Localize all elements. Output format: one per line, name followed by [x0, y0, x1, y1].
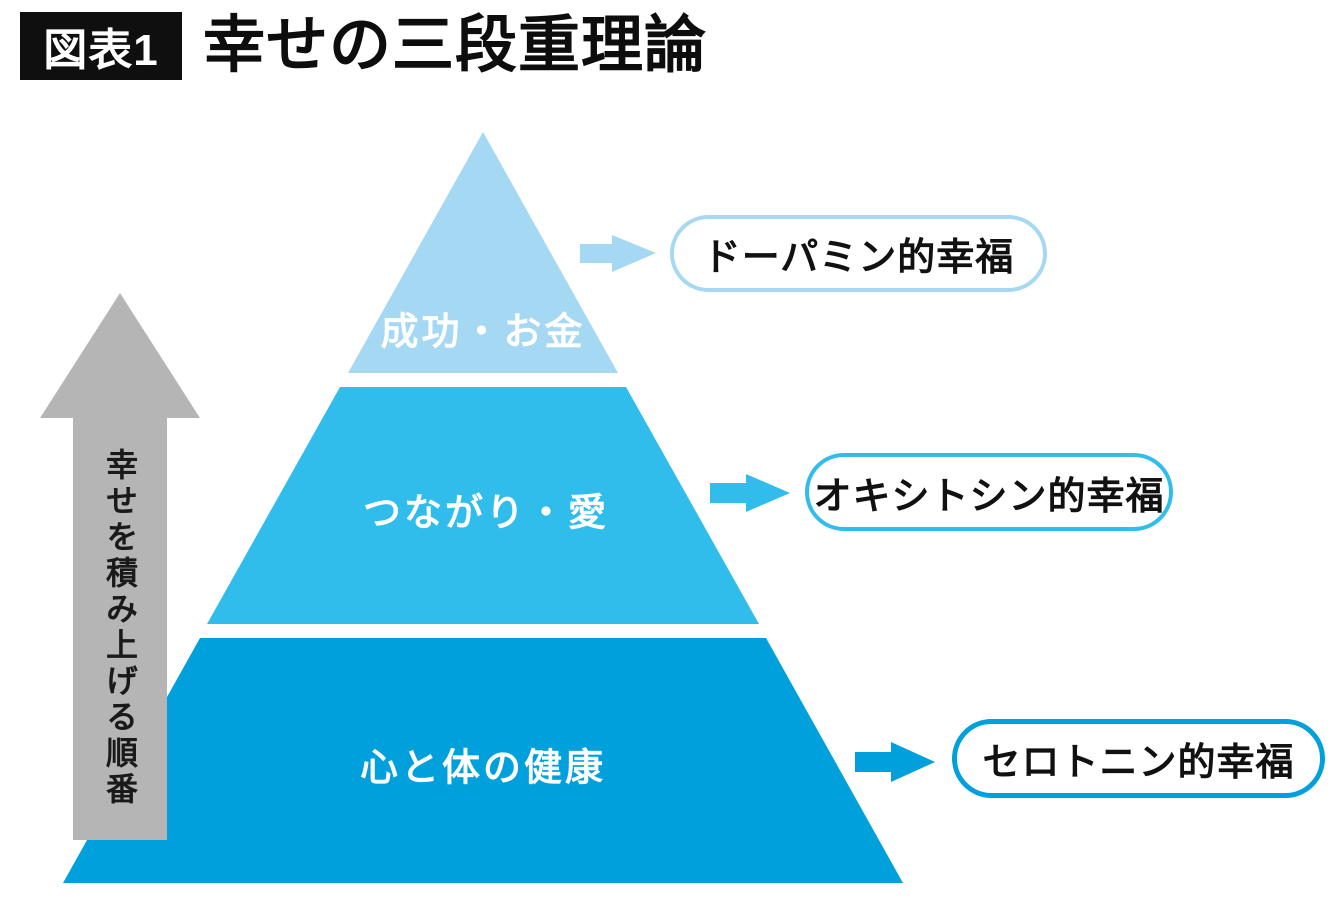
annotation-pill-dopamine: ドーパミン的幸福 [670, 215, 1047, 292]
tier-top-shape [348, 132, 618, 373]
arrow-right-bottom-icon [855, 742, 935, 782]
tier-top-label: 成功・お金 [380, 311, 586, 354]
tier-bottom-label: 心と体の健康 [359, 747, 607, 790]
tier-middle-label: つながり・愛 [362, 492, 610, 535]
annotation-label: セロトニン的幸福 [982, 742, 1295, 784]
annotation-pill-serotonin: セロトニン的幸福 [952, 719, 1325, 798]
tier-bottom-shape [63, 638, 903, 883]
arrow-right-middle-icon [710, 474, 790, 512]
arrow-right-top-icon [580, 235, 656, 272]
stacking-order-label: 幸せを積み上げる順番 [102, 448, 138, 808]
figure-tag: 図表1 [20, 12, 182, 80]
annotation-label: ドーパミン的幸福 [702, 237, 1015, 279]
figure-tag-label: 図表1 [43, 26, 159, 75]
figure-title: 幸せの三段重理論 [203, 11, 708, 80]
stacking-order-arrow-icon [40, 293, 200, 840]
annotation-label: オキシトシン的幸福 [813, 475, 1165, 518]
tier-middle-shape [207, 387, 759, 624]
annotation-pill-oxytocin: オキシトシン的幸福 [805, 453, 1173, 531]
